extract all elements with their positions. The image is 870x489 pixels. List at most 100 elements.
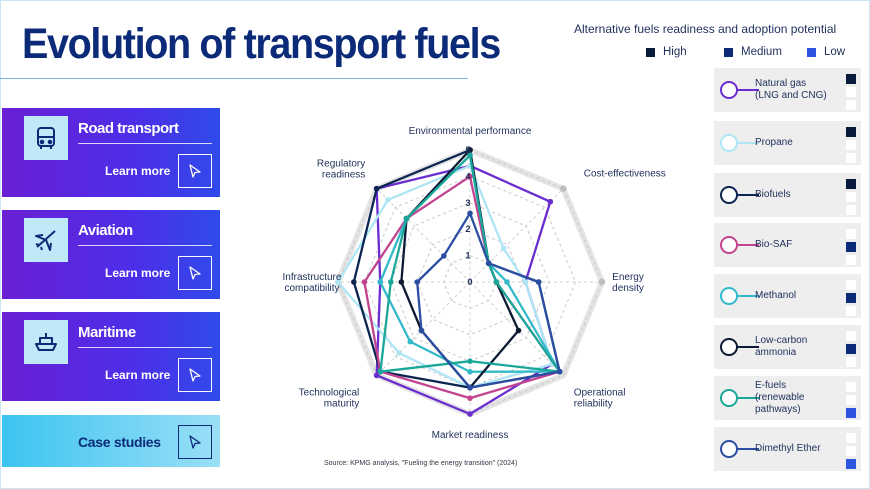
card-label: Road transport — [78, 120, 179, 137]
axis-label-line: Environmental performance — [409, 126, 532, 137]
readiness-level-cell — [846, 192, 856, 202]
data-point — [373, 372, 380, 379]
card-road-transport[interactable]: Road transport Learn more — [2, 108, 220, 197]
card-divider — [78, 347, 212, 348]
bus-icon — [24, 116, 68, 160]
radar-spoke — [376, 188, 471, 283]
level-label: Medium — [741, 46, 782, 58]
source-note: Source: KPMG analysis, "Fueling the ener… — [324, 460, 518, 467]
readiness-level-cells — [846, 229, 856, 268]
readiness-level-cells — [846, 74, 856, 113]
readiness-level-cell — [846, 87, 856, 97]
data-point — [515, 327, 522, 334]
axis-label-line: Energy — [612, 272, 644, 283]
go-button[interactable] — [178, 256, 212, 290]
axis-label-line: density — [612, 283, 644, 294]
radar-scale-label: 2 — [465, 224, 470, 234]
go-button[interactable] — [178, 358, 212, 392]
data-point — [547, 198, 554, 205]
axis-label-line: readiness — [322, 169, 365, 180]
card-aviation[interactable]: Aviation Learn more — [2, 210, 220, 299]
learn-more-link[interactable]: Learn more — [105, 266, 171, 280]
data-point — [377, 368, 384, 375]
readiness-level-cell — [846, 382, 856, 392]
data-point — [504, 279, 510, 285]
learn-more-link[interactable]: Learn more — [105, 368, 171, 382]
card-label: Aviation — [78, 222, 133, 239]
series-line-swatch — [737, 346, 759, 348]
fuel-legend-row: Dimethyl Ether — [714, 427, 861, 471]
radar-grey-marker — [560, 185, 567, 192]
cursor-arrow-icon — [189, 368, 201, 382]
learn-more-link[interactable]: Learn more — [105, 164, 171, 178]
readiness-level-cell — [846, 280, 856, 290]
data-point — [335, 279, 341, 285]
readiness-level-cell — [846, 74, 856, 84]
fuel-name: Dimethyl Ether — [755, 443, 821, 455]
radar-axis-label: Market readiness — [432, 430, 509, 441]
series-marker-icon — [720, 287, 738, 305]
axis-label-line: maturity — [324, 399, 360, 410]
series-line-swatch — [737, 194, 759, 196]
readiness-level-cell — [846, 127, 856, 137]
fuel-name-line: Propane — [755, 137, 793, 148]
series-line — [363, 175, 561, 400]
fuel-name-line: Methanol — [755, 290, 797, 301]
card-case-studies[interactable]: Case studies — [2, 415, 220, 467]
fuel-legend-row: Biofuels — [714, 173, 861, 217]
axis-label-line: Market readiness — [432, 430, 509, 441]
readiness-level-cell — [846, 242, 856, 252]
series-marker-icon — [720, 81, 738, 99]
card-maritime[interactable]: Maritime Learn more — [2, 312, 220, 401]
series-marker-icon — [720, 236, 738, 254]
data-point — [467, 358, 473, 364]
series-marker-icon — [720, 338, 738, 356]
level-swatch — [646, 47, 655, 57]
legend-level-medium: Medium — [724, 46, 782, 58]
cursor-arrow-icon — [189, 164, 201, 178]
go-button[interactable] — [178, 154, 212, 188]
fuel-name-line: Biofuels — [755, 189, 791, 200]
fuel-name: Bio-SAF — [755, 239, 792, 251]
axis-label-line: compatibility — [284, 283, 339, 294]
radar-scale-label: 1 — [465, 251, 470, 261]
level-swatch — [724, 47, 733, 57]
data-point — [403, 215, 410, 222]
ship-icon — [24, 320, 68, 364]
series-marker-icon — [720, 389, 738, 407]
axis-label-line: reliability — [574, 399, 613, 410]
axis-label-line: Infrastructure — [283, 272, 342, 283]
series-line-swatch — [737, 89, 759, 91]
title-divider — [0, 78, 468, 79]
fuel-name: Biofuels — [755, 189, 791, 201]
fuel-legend-row: Natural gas(LNG and CNG) — [714, 68, 861, 112]
card-divider — [78, 245, 212, 246]
card-label: Maritime — [78, 324, 136, 341]
level-label: High — [663, 46, 687, 58]
data-point — [361, 279, 368, 285]
readiness-level-cell — [846, 446, 856, 456]
go-button[interactable] — [178, 425, 212, 459]
readiness-level-cell — [846, 229, 856, 239]
data-point — [407, 338, 414, 345]
readiness-level-cell — [846, 395, 856, 405]
readiness-level-cell — [846, 179, 856, 189]
radar-grey-marker — [598, 278, 606, 286]
radar-axis-label: Cost-effectiveness — [584, 168, 666, 179]
cursor-arrow-icon — [189, 266, 201, 280]
readiness-level-cell — [846, 331, 856, 341]
readiness-level-cells — [846, 179, 856, 218]
readiness-level-cell — [846, 357, 856, 367]
series-line-swatch — [737, 244, 759, 246]
series-line-swatch — [737, 448, 759, 450]
readiness-level-cell — [846, 306, 856, 316]
data-point — [418, 327, 425, 334]
card-divider — [78, 143, 212, 144]
fuel-name-line: Low-carbon — [755, 335, 808, 346]
